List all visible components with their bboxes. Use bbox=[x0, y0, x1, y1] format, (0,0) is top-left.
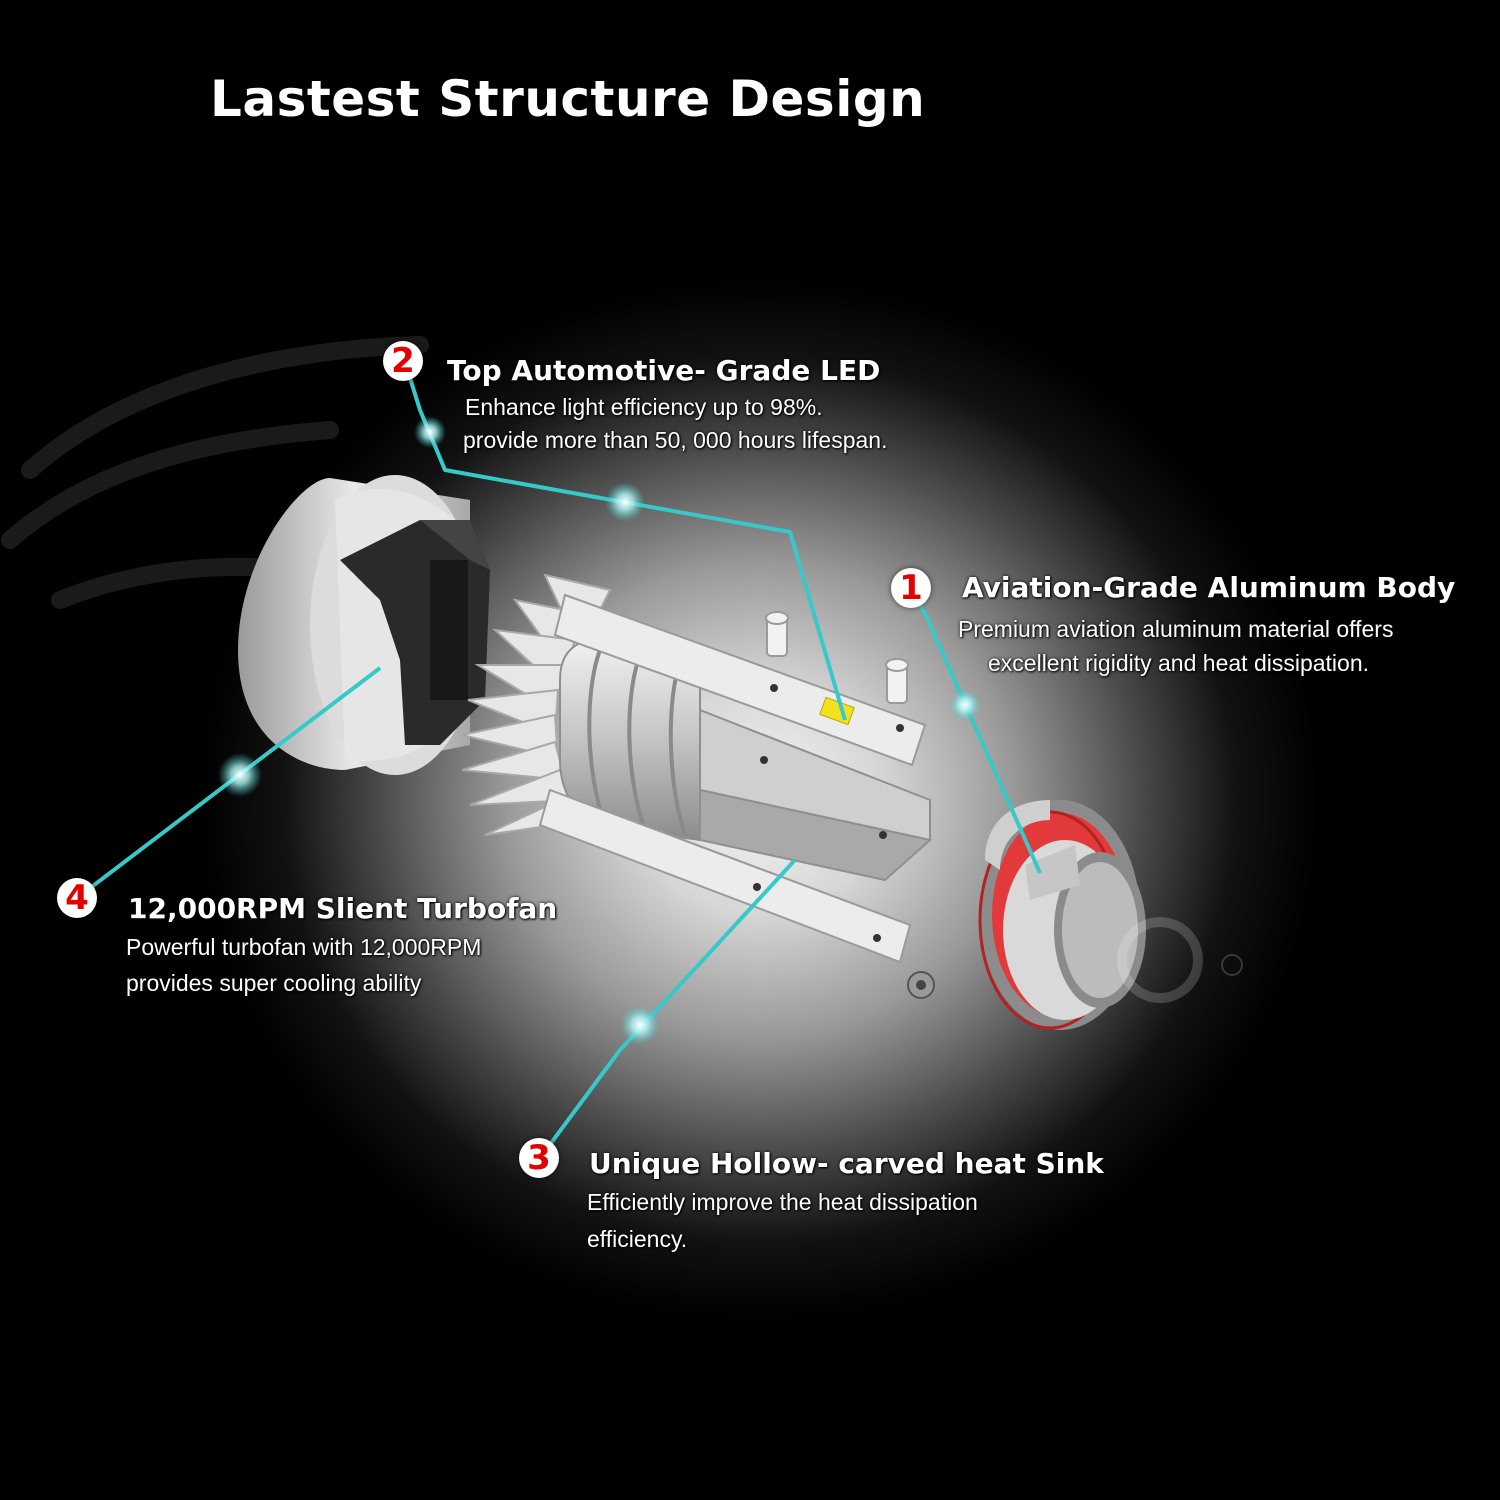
brand-watermark bbox=[1117, 917, 1243, 1003]
page-title: Lastest Structure Design bbox=[210, 70, 926, 128]
feature-1-line-1: Premium aviation aluminum material offer… bbox=[958, 616, 1394, 642]
fan-housing bbox=[238, 475, 490, 775]
feature-4-title: 12,000RPM Slient Turbofan bbox=[128, 892, 558, 925]
feature-4-number-badge: 4 bbox=[57, 878, 97, 918]
feature-1-number-badge: 1 bbox=[891, 568, 931, 608]
feature-3-title: Unique Hollow- carved heat Sink bbox=[589, 1147, 1104, 1180]
feature-2-description: Enhance light efficiency up to 98%. prov… bbox=[463, 391, 888, 457]
feature-3-line-1: Efficiently improve the heat dissipation bbox=[587, 1189, 978, 1215]
lower-led-board bbox=[538, 788, 912, 964]
feature-1-line-2: excellent rigidity and heat dissipation. bbox=[988, 650, 1370, 676]
heat-sink-body bbox=[559, 637, 933, 882]
small-screw bbox=[907, 971, 935, 999]
feature-3-number-badge: 3 bbox=[519, 1138, 559, 1178]
feature-4-description: Powerful turbofan with 12,000RPM provide… bbox=[126, 929, 481, 1001]
feature-4-line-1: Powerful turbofan with 12,000RPM bbox=[126, 934, 482, 960]
feature-2-number-badge: 2 bbox=[383, 341, 423, 381]
callout-glows bbox=[218, 416, 981, 1045]
feature-3-description: Efficiently improve the heat dissipation… bbox=[587, 1184, 978, 1258]
feature-4-line-2: provides super cooling ability bbox=[126, 970, 422, 996]
adapter-ring bbox=[978, 800, 1146, 1030]
callout-line-3 bbox=[538, 858, 797, 1160]
feature-1-description: Premium aviation aluminum material offer… bbox=[958, 612, 1393, 680]
feature-2-line-1: Enhance light efficiency up to 98%. bbox=[465, 394, 823, 420]
feature-2-line-2: provide more than 50, 000 hours lifespan… bbox=[463, 427, 888, 453]
feature-3-line-2: efficiency. bbox=[587, 1226, 688, 1252]
feature-2-title: Top Automotive- Grade LED bbox=[447, 354, 881, 387]
mounting-pins bbox=[765, 611, 909, 704]
feature-1-title: Aviation-Grade Aluminum Body bbox=[962, 571, 1456, 604]
callout-line-2 bbox=[403, 361, 847, 721]
